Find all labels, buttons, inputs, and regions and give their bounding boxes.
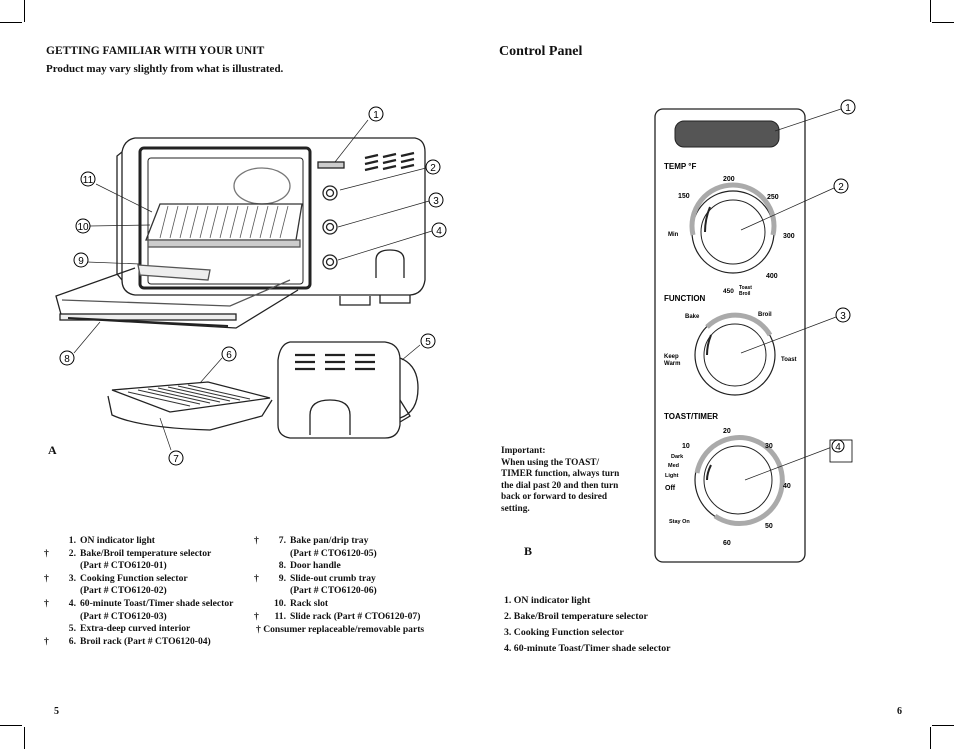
svg-text:6: 6 [226,350,232,361]
svg-text:4: 4 [835,442,841,453]
parts-list-item: 5.Extra-deep curved interior [68,623,191,635]
crop-mark [932,725,954,726]
callout-6: 6 [221,346,237,362]
parts-list-item: †9.Slide-out crumb tray [254,572,376,584]
crop-mark [930,727,931,749]
svg-text:150: 150 [678,193,690,200]
control-panel-parts-list: 1. ON indicator light 2. Bake/Broil temp… [504,595,671,654]
svg-text:7: 7 [173,454,179,465]
panel-callout-1: 1 [840,99,856,115]
callout-3: 3 [428,192,444,208]
part-number: (Part # CTO6120-03) [80,610,167,622]
svg-text:3: 3 [433,196,439,207]
svg-text:Off: Off [665,485,676,492]
svg-text:TEMP °F: TEMP °F [664,162,697,171]
callout-11: 11 [80,171,96,187]
svg-text:2: 2 [430,163,436,174]
svg-text:11: 11 [83,175,94,186]
svg-text:300: 300 [783,233,795,240]
svg-text:2: 2 [838,182,844,193]
parts-list-item: 8.Door handle [278,560,341,572]
svg-text:40: 40 [783,483,791,490]
panel-callout-4: 4 [831,439,845,453]
part-number: (Part # CTO6120-05) [290,547,377,559]
svg-text:Broil: Broil [739,291,751,297]
svg-text:1: 1 [373,110,379,121]
svg-text:10: 10 [77,222,89,233]
svg-text:Toast: Toast [781,357,797,363]
svg-text:30: 30 [765,443,773,450]
svg-text:1: 1 [845,103,851,114]
svg-text:Stay On: Stay On [669,519,690,525]
svg-text:450: 450 [723,288,734,295]
callout-7: 7 [168,450,184,466]
svg-text:TOAST/TIMER: TOAST/TIMER [664,412,718,421]
parts-list-item: †7.Bake pan/drip tray [254,535,369,546]
svg-text:Keep: Keep [664,354,679,360]
page-title: Control Panel [499,44,583,59]
svg-text:Toast: Toast [739,285,752,291]
part-number: (Part # CTO6120-01) [80,560,167,572]
svg-text:9: 9 [78,256,84,267]
crop-mark [24,0,25,22]
parts-list-item: †3.Cooking Function selector [44,572,188,584]
parts-list-item: †11.Slide rack (Part # CTO6120-07) [254,610,421,622]
figure-label-b: B [524,544,533,558]
control-panel-illustration: TEMP °F Min 150 200 250 300 400 450 Toas… [654,99,856,563]
callout-10: 10 [75,218,91,234]
svg-text:Med: Med [668,463,679,469]
callout-9: 9 [73,252,89,268]
svg-text:Bake: Bake [685,314,700,320]
callout-5: 5 [420,333,436,349]
panel-callout-3: 3 [835,307,851,323]
svg-text:8: 8 [64,354,70,365]
figure-label-a: A [48,443,57,457]
panel-callout-2: 2 [833,178,849,194]
crop-mark [932,22,954,23]
page-number-right: 6 [897,706,902,717]
svg-text:10: 10 [682,443,690,450]
crop-mark [930,0,931,22]
crop-mark [0,22,22,23]
temp-dial [689,182,777,274]
callout-2: 2 [425,159,441,175]
svg-text:4: 4 [436,226,442,237]
important-note: Important: When using the TOAST/ TIMER f… [501,446,620,514]
parts-list-item: 10.Rack slot [274,597,329,609]
function-dial [694,312,776,396]
svg-text:Warm: Warm [664,361,680,367]
parts-list-item: †2.Bake/Broil temperature selector [44,547,212,559]
callout-4: 4 [431,222,447,238]
svg-text:FUNCTION: FUNCTION [664,294,706,303]
svg-text:50: 50 [765,523,773,530]
svg-text:60: 60 [723,540,731,547]
part-number: (Part # CTO6120-06) [290,585,377,597]
footnote: † Consumer replaceable/removable parts [256,624,425,636]
parts-list-item: †4.60-minute Toast/Timer shade selector [44,597,234,609]
svg-text:Broil: Broil [758,312,772,318]
page-heading: GETTING FAMILIAR WITH YOUR UNIT [46,45,265,57]
svg-text:Min: Min [668,232,679,238]
page-subheading: Product may vary slightly from what is i… [46,63,284,75]
parts-list-column-1: 1.ON indicator light†2.Bake/Broil temper… [44,535,254,648]
parts-list-item: 1.ON indicator light [68,535,155,546]
svg-text:3: 3 [840,311,846,322]
part-number: (Part # CTO6120-02) [80,585,167,597]
svg-text:250: 250 [767,194,779,201]
crop-mark [0,725,22,726]
crop-mark [24,727,25,749]
svg-text:20: 20 [723,428,731,435]
svg-text:Dark: Dark [671,454,684,460]
parts-list-column-2: †7.Bake pan/drip tray(Part # CTO6120-05)… [254,535,454,637]
timer-dial [694,435,785,527]
page-number-left: 5 [54,706,59,717]
svg-text:200: 200 [723,176,735,183]
parts-list-item: †6.Broil rack (Part # CTO6120-04) [44,635,211,647]
svg-text:5: 5 [425,337,431,348]
svg-text:Light: Light [665,473,679,479]
callout-1: 1 [368,106,384,122]
toaster-oven-illustration: 1 2 3 4 5 6 7 8 9 10 11 [55,106,447,466]
callout-8: 8 [59,350,75,366]
svg-text:400: 400 [766,273,778,280]
